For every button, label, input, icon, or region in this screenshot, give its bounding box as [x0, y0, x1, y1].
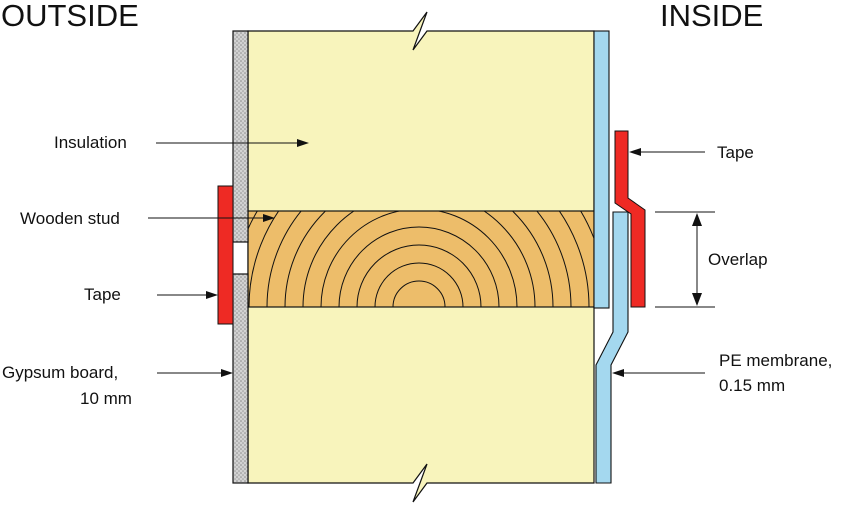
tape-right [614, 130, 646, 308]
label-overlap: Overlap [708, 250, 768, 269]
arrow-tape-right [629, 148, 705, 156]
wooden-stud [247, 210, 595, 308]
gypsum-board [232, 30, 249, 484]
label-tape-right: Tape [717, 143, 754, 162]
label-gypsum-line2: 10 mm [80, 389, 132, 408]
label-pe-line1: PE membrane, [719, 351, 832, 370]
inside-heading: INSIDE [660, 0, 763, 33]
label-gypsum-line1: Gypsum board, [2, 363, 118, 382]
arrow-wooden-stud [148, 214, 275, 222]
arrow-insulation [156, 139, 309, 147]
arrow-pe-membrane [612, 369, 705, 377]
pe-membrane [593, 30, 629, 484]
outside-heading: OUTSIDE [1, 0, 139, 33]
arrow-gypsum [157, 369, 233, 377]
label-insulation: Insulation [54, 133, 127, 152]
label-tape-left: Tape [84, 285, 121, 304]
overlap-dimension [655, 211, 715, 308]
arrow-tape-left [157, 291, 218, 299]
label-pe-line2: 0.15 mm [719, 376, 785, 395]
tape-left [217, 185, 234, 325]
label-wooden-stud: Wooden stud [20, 209, 120, 228]
